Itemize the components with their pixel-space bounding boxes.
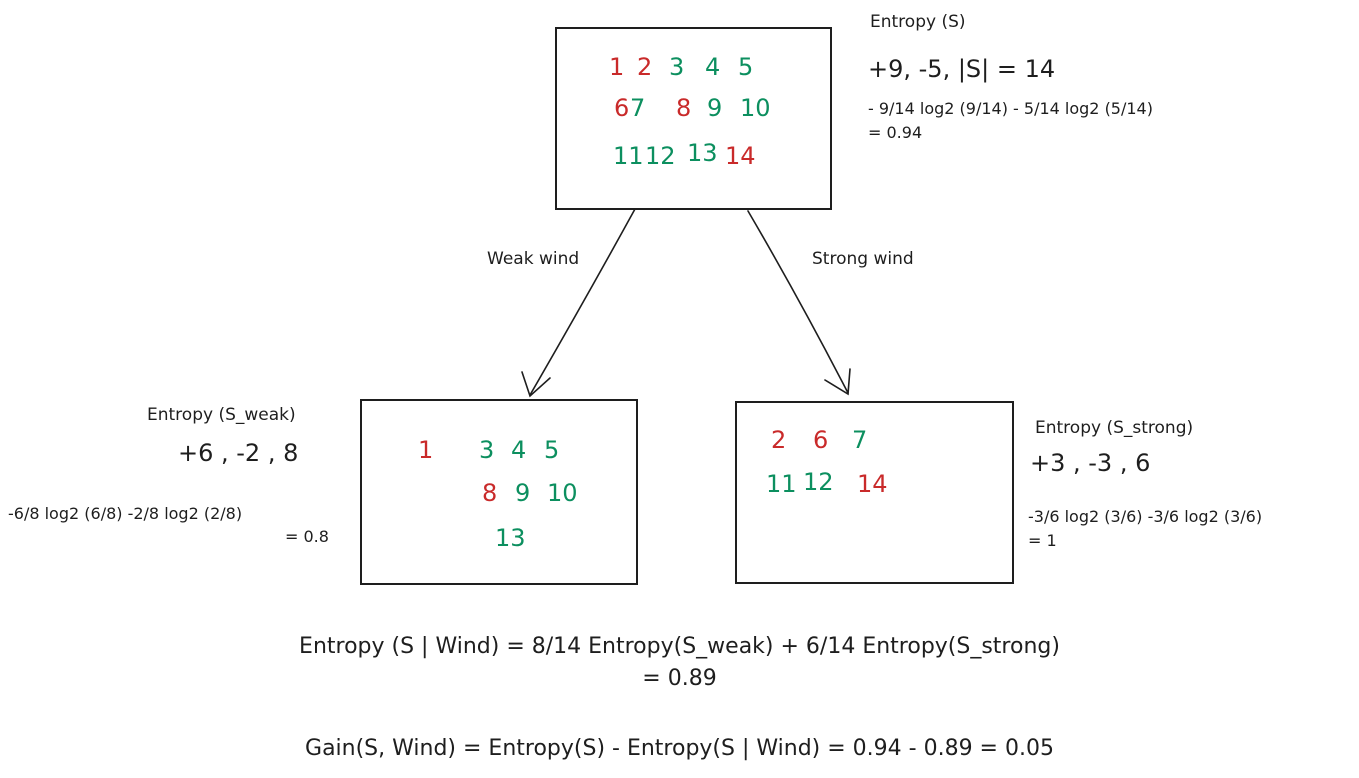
arrow-strong — [747, 210, 849, 394]
weak-item: 1 — [418, 436, 434, 464]
strong-counts: +3 , -3 , 6 — [1030, 449, 1151, 477]
root-item: 14 — [725, 142, 756, 170]
strong-item: 6 — [813, 426, 829, 454]
root-counts: +9, -5, |S| = 14 — [868, 55, 1056, 83]
strong-item: 7 — [852, 426, 868, 454]
weak-item: 3 — [479, 436, 495, 464]
weak-counts: +6 , -2 , 8 — [178, 439, 299, 467]
strong-node: 2 6 7 11 12 14 — [735, 401, 1014, 584]
edge-label-strong: Strong wind — [812, 249, 914, 269]
strong-formula: -3/6 log2 (3/6) -3/6 log2 (3/6) — [1028, 507, 1263, 526]
root-result: = 0.94 — [868, 123, 923, 142]
information-gain-formula: Gain(S, Wind) = Entropy(S) - Entropy(S |… — [305, 736, 1054, 761]
strong-item: 14 — [857, 470, 888, 498]
root-item: 13 — [687, 139, 718, 167]
arrow-strong-head — [824, 368, 851, 396]
strong-item: 11 — [766, 470, 797, 498]
weak-result: = 0.8 — [285, 527, 329, 546]
root-item: 7 — [630, 94, 646, 122]
conditional-entropy-result: = 0.89 — [642, 666, 717, 691]
root-item: 1 — [609, 53, 625, 81]
root-item: 10 — [740, 94, 771, 122]
weak-item: 10 — [547, 479, 578, 507]
strong-item: 12 — [803, 468, 834, 496]
weak-node: 1 3 4 5 8 9 10 13 — [360, 399, 638, 585]
strong-result: = 1 — [1028, 531, 1057, 550]
root-item: 12 — [645, 142, 676, 170]
root-item: 6 — [614, 94, 630, 122]
weak-item: 5 — [544, 436, 560, 464]
strong-item: 2 — [771, 426, 787, 454]
root-item: 11 — [613, 142, 644, 170]
root-item: 5 — [738, 53, 754, 81]
weak-entropy-title: Entropy (S_weak) — [147, 405, 296, 425]
root-node: 1 2 3 4 5 6 7 8 9 10 11 12 13 14 — [555, 27, 832, 210]
arrow-weak-head — [521, 371, 551, 398]
weak-item: 9 — [515, 479, 531, 507]
root-entropy-title: Entropy (S) — [870, 12, 966, 32]
weak-item: 13 — [495, 524, 526, 552]
root-item: 4 — [705, 53, 721, 81]
root-item: 2 — [637, 53, 653, 81]
root-item: 3 — [669, 53, 685, 81]
weak-formula: -6/8 log2 (6/8) -2/8 log2 (2/8) — [8, 504, 243, 523]
root-item: 9 — [707, 94, 723, 122]
conditional-entropy-formula: Entropy (S | Wind) = 8/14 Entropy(S_weak… — [299, 634, 1060, 659]
strong-entropy-title: Entropy (S_strong) — [1035, 418, 1194, 438]
weak-item: 4 — [511, 436, 527, 464]
weak-item: 8 — [482, 479, 498, 507]
root-formula: - 9/14 log2 (9/14) - 5/14 log2 (5/14) — [868, 99, 1153, 118]
root-item: 8 — [676, 94, 692, 122]
edge-label-weak: Weak wind — [487, 249, 580, 269]
arrow-weak — [529, 208, 636, 396]
